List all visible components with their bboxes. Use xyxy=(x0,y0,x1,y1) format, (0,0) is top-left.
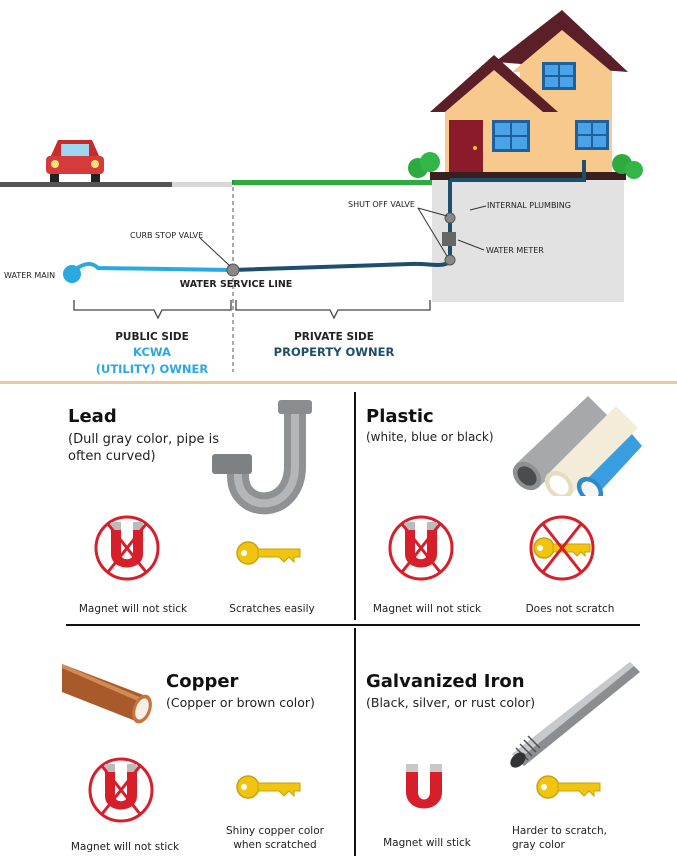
shut-off-valve-label: SHUT OFF VALVE xyxy=(348,200,415,209)
water-main xyxy=(63,265,81,283)
bush-left xyxy=(408,152,440,178)
lead-magnet-caption: Magnet will not stick xyxy=(78,603,188,615)
plastic-scratch-caption: Does not scratch xyxy=(525,603,615,615)
lawn xyxy=(232,180,432,185)
lead-pipe-image xyxy=(212,400,312,515)
water-service-diagram xyxy=(0,10,677,384)
magnet-crossed-icon xyxy=(388,515,454,581)
sidewalk xyxy=(172,182,232,187)
public-side-owner-line2: (UTILITY) OWNER xyxy=(95,362,209,376)
curb-stop-valve xyxy=(226,263,240,277)
galvanized-iron-title: Galvanized Iron xyxy=(366,671,525,692)
private-side-bracket xyxy=(235,300,431,320)
galvanized-scratch-caption-line1: Harder to scratch, xyxy=(512,825,607,837)
plastic-magnet-caption: Magnet will not stick xyxy=(372,603,482,615)
copper-description: (Copper or brown color) xyxy=(166,695,315,710)
private-side-title: PRIVATE SIDE xyxy=(294,331,374,343)
galvanized-iron-description: (Black, silver, or rust color) xyxy=(366,695,536,710)
plastic-description: (white, blue or black) xyxy=(366,430,494,444)
public-side-bracket xyxy=(73,300,232,320)
grid-divider-horizontal xyxy=(66,624,640,626)
key-icon xyxy=(536,775,601,799)
copper-title: Copper xyxy=(166,671,239,692)
public-service-pipe xyxy=(70,261,233,274)
lead-description: (Dull gray color, pipe is often curved) xyxy=(68,432,219,464)
magnet-icon xyxy=(406,764,442,809)
magnet-crossed-icon xyxy=(94,515,160,581)
galvanized-pipe-image xyxy=(510,662,640,768)
copper-scratch-caption: Shiny copper color when scratched xyxy=(210,824,340,852)
public-side-owner: KCWA (UTILITY) OWNER xyxy=(92,344,212,378)
galvanized-magnet-caption: Magnet will stick xyxy=(383,837,471,849)
grid-divider-vertical-bottom xyxy=(354,628,356,856)
section-divider xyxy=(0,381,677,384)
galvanized-scratch-caption-line2: gray color xyxy=(512,839,565,851)
magnet-crossed-icon xyxy=(88,757,154,823)
public-side-owner-line1: KCWA xyxy=(133,345,171,359)
shut-off-valve-upper xyxy=(444,212,456,224)
water-service-line-label: WATER SERVICE LINE xyxy=(179,279,293,290)
private-side-owner: PROPERTY OWNER xyxy=(273,345,395,359)
plastic-pipes-image xyxy=(512,396,642,496)
copper-scratch-caption-line1: Shiny copper color xyxy=(226,825,324,837)
curb-stop-valve-label: CURB STOP VALVE xyxy=(130,231,204,240)
key-icon xyxy=(236,775,301,799)
grid-divider-vertical-top xyxy=(354,392,356,620)
water-main-label: WATER MAIN xyxy=(4,271,56,280)
plastic-title: Plastic xyxy=(366,406,434,427)
car-icon xyxy=(46,140,104,182)
copper-scratch-caption-line2: when scratched xyxy=(233,839,317,851)
road xyxy=(0,182,172,187)
water-meter xyxy=(442,232,456,246)
house xyxy=(430,10,628,172)
shut-off-valve-lower xyxy=(444,254,456,266)
public-side-title: PUBLIC SIDE xyxy=(115,331,189,343)
copper-pipe-image xyxy=(62,664,152,724)
copper-magnet-caption: Magnet will not stick xyxy=(70,841,180,853)
lead-scratch-caption: Scratches easily xyxy=(229,603,315,615)
basement xyxy=(432,176,624,302)
house-foundation xyxy=(430,172,626,180)
galvanized-scratch-caption: Harder to scratch, gray color xyxy=(512,824,636,852)
water-meter-label: WATER METER xyxy=(486,246,544,255)
bush-right xyxy=(612,154,643,179)
internal-plumbing-pipe xyxy=(450,160,586,182)
lead-title: Lead xyxy=(68,406,117,427)
key-crossed-icon xyxy=(529,515,595,581)
internal-plumbing-label: INTERNAL PLUMBING xyxy=(487,201,571,210)
key-icon xyxy=(236,541,301,565)
private-service-pipe xyxy=(232,180,452,272)
